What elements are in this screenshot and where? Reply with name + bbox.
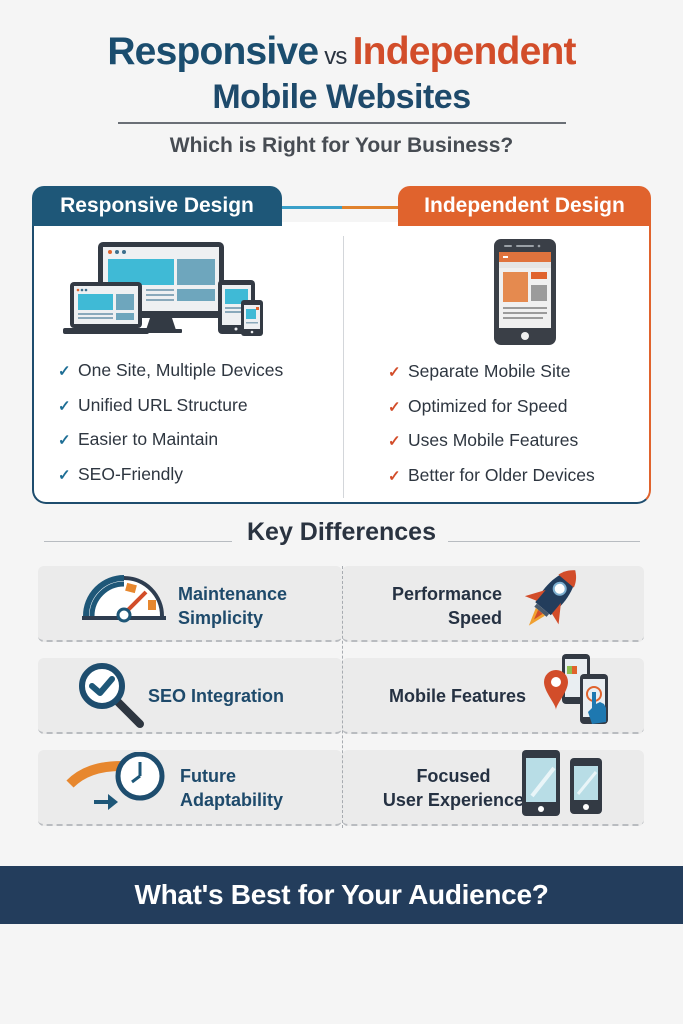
difference-cell-maintenance: Maintenance Simplicity (38, 566, 342, 642)
cell-label-line-1: Focused (416, 766, 491, 786)
check-icon: ✓ (58, 363, 71, 380)
difference-cell-future: Future Adaptability (38, 750, 342, 826)
tab-independent-design: Independent Design (398, 186, 651, 226)
feature-item: ✓Uses Mobile Features (388, 424, 595, 459)
multi-device-icon (62, 240, 272, 343)
difference-row: Future Adaptability Focused User Experie… (38, 750, 644, 826)
cell-label-line-2: User Experience (382, 790, 524, 810)
difference-cell-seo: SEO Integration (38, 658, 342, 734)
check-icon: ✓ (58, 432, 71, 449)
check-icon: ✓ (58, 466, 71, 484)
section-rule-right (448, 541, 640, 542)
feature-item: ✓Separate Mobile Site (388, 355, 595, 390)
subtitle: Which is Right for Your Business? (169, 134, 514, 157)
cell-label-line-2: Simplicity (178, 608, 264, 628)
title-vs: vs (324, 43, 347, 70)
cell-label-line-2: Adaptability (180, 790, 284, 810)
tab-connector-orange (342, 206, 398, 209)
section-rule-left (44, 541, 232, 542)
smartphone-icon (494, 239, 556, 350)
tab-responsive-design: Responsive Design (32, 186, 282, 226)
cell-label-line-1: Performance (391, 584, 502, 604)
difference-cell-mobile-features: Mobile Features (342, 654, 644, 734)
check-icon: ✓ (58, 397, 71, 415)
feature-item: ✓One Site, Multiple Devices (58, 354, 283, 389)
difference-cell-focused-ux: Focused User Experience (342, 750, 644, 826)
gauge-icon (80, 570, 168, 631)
title-responsive: Responsive (107, 30, 319, 73)
cell-label-line-2: Speed (447, 608, 502, 628)
feature-item: ✓SEO-Friendly (58, 458, 283, 493)
difference-row: Maintenance Simplicity Performance Speed (38, 566, 644, 642)
feature-item: ✓Better for Older Devices (388, 459, 595, 494)
difference-row: SEO Integration Mobile Features (38, 654, 644, 734)
card-divider (343, 236, 344, 498)
feature-item: ✓Optimized for Speed (388, 390, 595, 425)
check-icon: ✓ (388, 433, 401, 450)
title-divider (118, 122, 566, 124)
difference-cell-performance: Performance Speed (342, 566, 644, 642)
responsive-features-list: ✓One Site, Multiple Devices ✓Unified URL… (58, 354, 283, 492)
rocket-icon (520, 560, 584, 641)
key-differences-title: Key Differences (247, 518, 436, 546)
magnifier-check-icon (78, 662, 150, 737)
feature-item: ✓Easier to Maintain (58, 423, 283, 458)
cell-label-line-1: SEO Integration (148, 686, 285, 706)
audience-banner: What's Best for Your Audience? (0, 866, 683, 924)
mobile-features-icon (538, 654, 618, 735)
independent-features-list: ✓Separate Mobile Site ✓Optimized for Spe… (388, 355, 595, 493)
key-differences-divider (342, 566, 343, 828)
tab-connector-blue (282, 206, 342, 209)
check-icon: ✓ (388, 364, 401, 381)
cell-label-line-1: Mobile Features (388, 686, 526, 706)
cell-label-line-1: Maintenance (178, 584, 288, 604)
check-icon: ✓ (388, 398, 401, 416)
clock-arrow-icon (64, 751, 168, 823)
title-line-2: Mobile Websites (212, 78, 471, 116)
two-phones-icon (520, 750, 606, 823)
cell-label-line-1: Future (180, 766, 236, 786)
check-icon: ✓ (388, 467, 401, 485)
title-independent: Independent (352, 30, 577, 73)
feature-item: ✓Unified URL Structure (58, 389, 283, 424)
